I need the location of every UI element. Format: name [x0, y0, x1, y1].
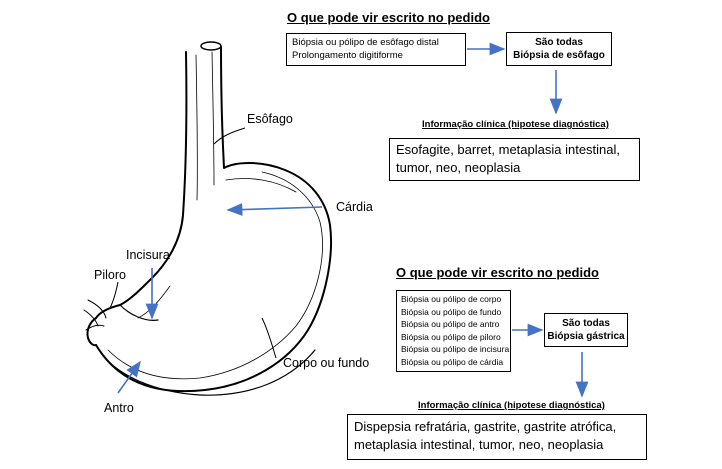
request-item: Biópsia ou pólipo de piloro — [401, 331, 501, 342]
request-item: Biópsia ou pólipo de fundo — [401, 306, 502, 317]
gastric-request-box: Biópsia ou pólipo de corpo Biópsia ou pó… — [396, 290, 511, 372]
esophagus-request-box: Biópsia ou pólipo de esôfago distal Prol… — [286, 33, 466, 66]
result-line: São todas — [562, 318, 610, 329]
esophagus-clinical-box: Esofagite, barret, metaplasia intestinal… — [389, 138, 640, 181]
esophagus-result-box: São todas Biópsia de esôfago — [506, 32, 612, 66]
clinical-line: Esofagite, barret, metaplasia intestinal… — [396, 142, 621, 157]
label-leaders — [109, 127, 277, 359]
request-item: Biópsia ou pólipo de esôfago distal — [292, 37, 439, 48]
gastric-heading: O que pode vir escrito no pedido — [396, 265, 599, 280]
label-cardia: Cárdia — [336, 200, 373, 214]
result-line: Biópsia de esôfago — [513, 50, 605, 61]
esophagus-heading: O que pode vir escrito no pedido — [287, 10, 490, 25]
label-incisura: Incisura — [126, 248, 170, 262]
esophagus-clinical-heading: Informação clínica (hipotese diagnóstica… — [422, 119, 609, 130]
gastric-clinical-box: Dispepsia refratária, gastrite, gastrite… — [347, 414, 647, 460]
request-item: Prolongamento digitiforme — [292, 50, 403, 61]
clinical-line: Dispepsia refratária, gastrite, gastrite… — [354, 419, 617, 434]
arrow-antrum — [117, 360, 141, 394]
clinical-line: metaplasia intestinal, tumor, neo, neopl… — [354, 437, 604, 452]
label-pylorus: Piloro — [94, 268, 126, 282]
clinical-line: tumor, neo, neoplasia — [396, 160, 521, 175]
label-body-fundus: Corpo ou fundo — [283, 356, 370, 370]
label-esophagus: Esôfago — [247, 112, 293, 126]
label-antrum: Antro — [104, 401, 134, 415]
stomach-outline — [83, 41, 333, 396]
request-item: Biópsia ou pólipo de antro — [401, 319, 500, 330]
request-item: Biópsia ou pólipo de corpo — [401, 294, 502, 304]
request-item: Biópsia ou pólipo de cárdia — [401, 356, 504, 367]
result-line: São todas — [535, 37, 583, 48]
gastric-result-box: São todas Biópsia gástrica — [544, 313, 628, 347]
gastric-clinical-heading: Informação clínica (hipotese diagnóstica… — [418, 400, 605, 411]
arrow-cardia — [226, 203, 323, 216]
request-item: Biópsia ou pólipo de incisura — [401, 344, 510, 355]
pointer-arrows — [117, 42, 589, 398]
result-line: Biópsia gástrica — [547, 331, 625, 342]
